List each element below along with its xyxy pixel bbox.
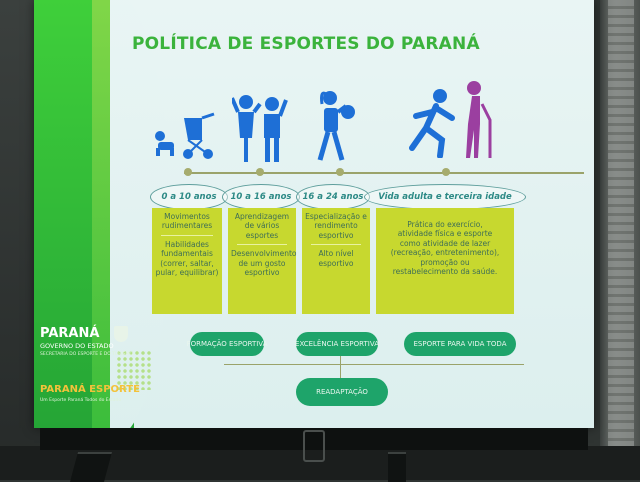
- slide-title: POLÍTICA DE ESPORTES DO PARANÁ: [132, 34, 480, 54]
- parana-logo-text: PARANÁ: [40, 326, 100, 341]
- timeline-tick: [256, 168, 264, 176]
- baby-crawling-icon: [152, 128, 180, 162]
- card-divider: [311, 244, 361, 246]
- government-text: GOVERNO DO ESTADO: [40, 342, 114, 350]
- screen-bottom-bar: [40, 428, 588, 450]
- screen-pull-handle: [303, 430, 325, 462]
- coat-of-arms-icon: [114, 326, 128, 342]
- card-item: Prática do exercício, atividade física e…: [390, 220, 500, 276]
- timeline-tick: [336, 168, 344, 176]
- card-item: Alto nível esportivo: [318, 249, 354, 268]
- card-item: Desenvolvimento de um gosto esportivo: [231, 249, 297, 277]
- window-right: [600, 0, 640, 480]
- program-connector: [224, 364, 524, 365]
- runner-icon: [402, 88, 458, 164]
- children-icon: [230, 94, 288, 170]
- card-item: Movimentos rudimentares: [161, 212, 213, 231]
- card-divider: [237, 244, 287, 246]
- youth-sport-icon: [316, 90, 360, 168]
- stage-label-16-24: 16 a 24 anos: [296, 184, 370, 210]
- program-excelencia-esportiva: EXCELÊNCIA ESPORTIVA: [295, 332, 379, 356]
- timeline-tick: [184, 168, 192, 176]
- timeline-tick: [442, 168, 450, 176]
- card-item: Aprendizagem de vários esportes: [234, 212, 290, 240]
- program-formacao-esportiva: FORMAÇÃO ESPORTIVA: [187, 332, 267, 356]
- elderly-icon: [458, 80, 494, 166]
- stage-card-16-24: Especialização e rendimento esportivo Al…: [302, 208, 370, 314]
- stage-label-10-16: 10 a 16 anos: [222, 184, 300, 210]
- program-esporte-vida-toda: ESPORTE PARA VIDA TODA: [404, 332, 516, 356]
- parana-esporte-logo: PARANÁ ESPORTE: [40, 384, 140, 395]
- stroller-icon: [180, 112, 218, 168]
- stage-label-adult: Vida adulta e terceira idade: [364, 184, 526, 210]
- stage-card-10-16: Aprendizagem de vários esportes Desenvol…: [228, 208, 297, 314]
- card-item: Especialização e rendimento esportivo: [305, 212, 367, 240]
- age-timeline: [184, 172, 584, 174]
- program-connector: [340, 356, 341, 380]
- program-readaptacao: READAPTAÇÃO: [296, 378, 388, 406]
- card-divider: [161, 234, 213, 236]
- stage-card-adult: Prática do exercício, atividade física e…: [376, 208, 514, 314]
- card-item: Habilidades fundamentais (correr, saltar…: [155, 239, 219, 277]
- stage-label-0-10: 0 a 10 anos: [150, 184, 228, 210]
- projection-screen: POLÍTICA DE ESPORTES DO PARANÁ 0 a 10 an…: [34, 0, 594, 428]
- secretariat-text: SECRETARIA DO ESPORTE E DO TURISMO: [40, 352, 133, 357]
- wall-left: [0, 0, 40, 480]
- slide-dot-pattern: [116, 350, 152, 390]
- parana-esporte-subtitle: Um Esporte Paraná Todos do Estado: [40, 398, 122, 403]
- stage-card-0-10: Movimentos rudimentares Habilidades fund…: [152, 208, 222, 314]
- window-blinds: [608, 0, 634, 460]
- monitor-right: [388, 452, 406, 482]
